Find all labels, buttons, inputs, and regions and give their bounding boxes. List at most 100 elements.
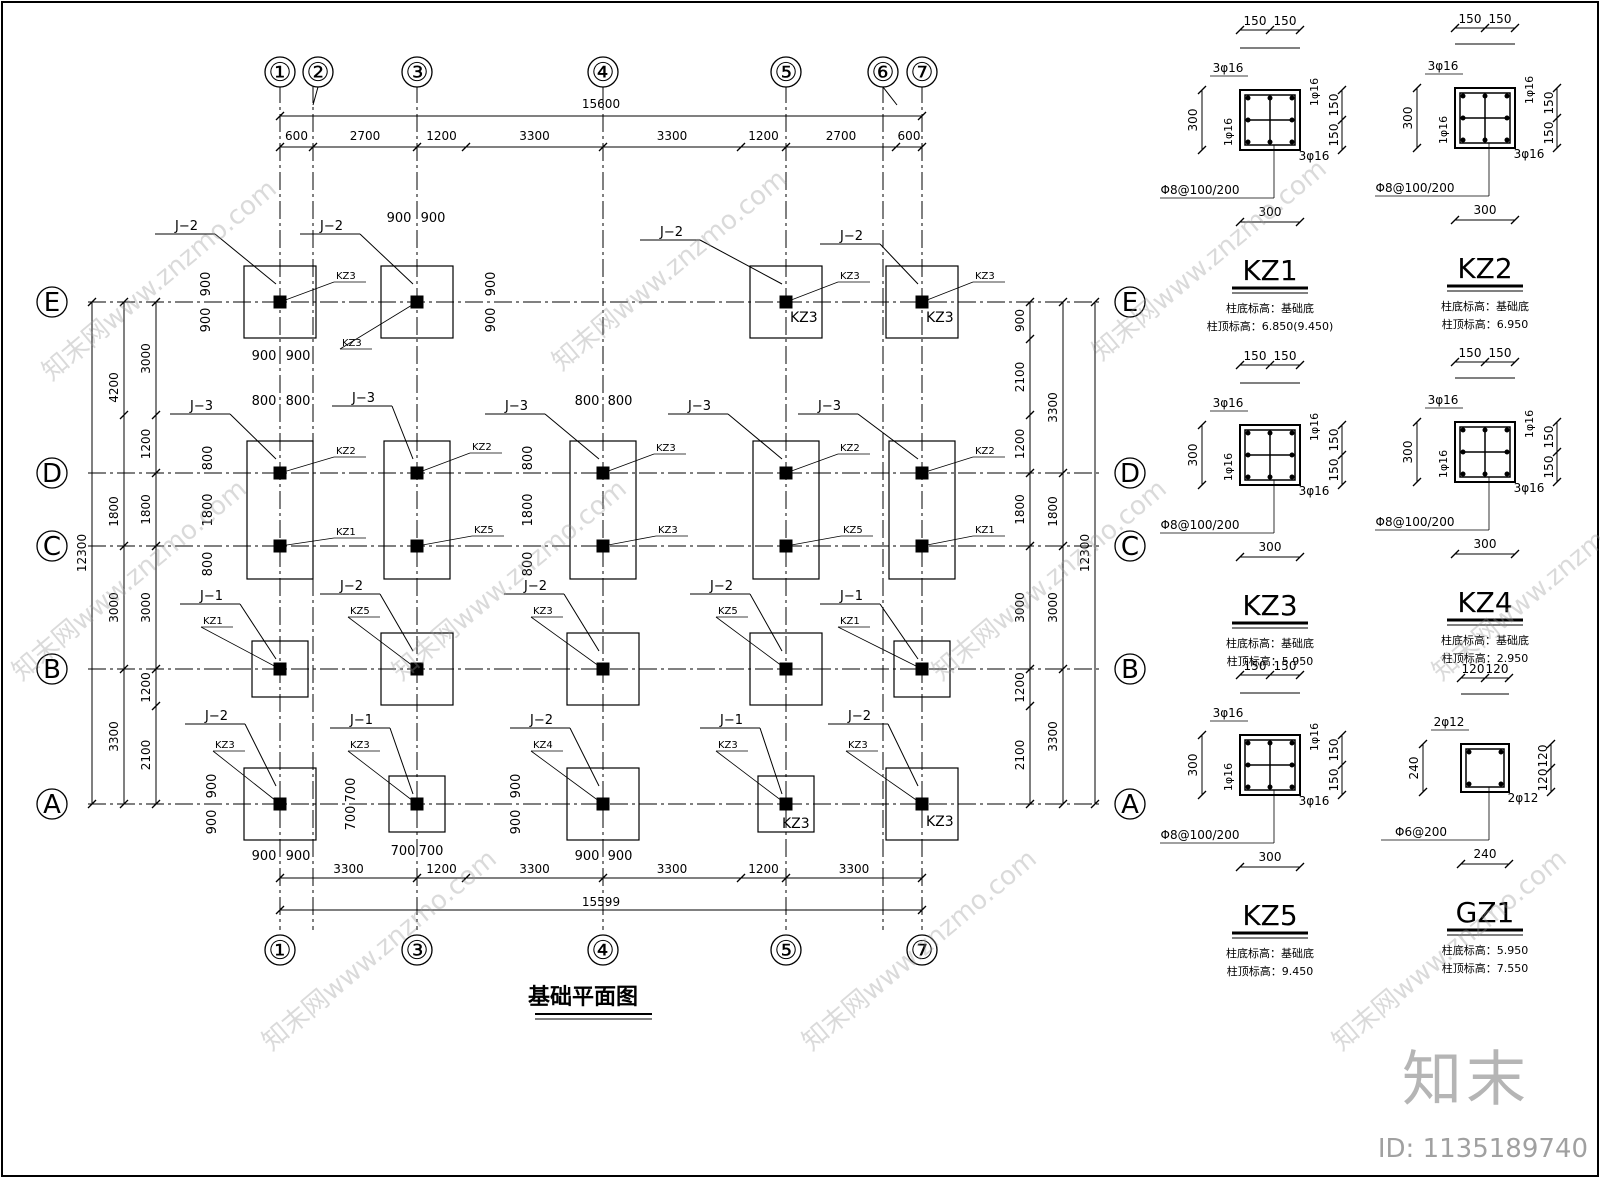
section-top-elevation: 柱顶标高：7.550 — [1442, 961, 1529, 975]
dim-tick — [1235, 25, 1245, 35]
footing-label: J−1 — [199, 589, 223, 604]
section-top-elevation: 柱顶标高：5.950 — [1227, 654, 1314, 668]
footing-pad — [388, 775, 446, 833]
section-outline — [1454, 87, 1516, 149]
section-base-elevation: 柱底标高：基础底 — [1441, 633, 1529, 647]
rebar — [1289, 762, 1295, 768]
column-label: KZ3 — [342, 338, 362, 349]
dim-tick — [917, 905, 927, 915]
section-dim: 300 — [1186, 444, 1200, 467]
axis-bubble-top: ④ — [591, 58, 614, 88]
dim-tick — [1235, 217, 1245, 227]
dim-tick — [736, 873, 746, 883]
dim-segment-top: 600 — [285, 129, 308, 143]
rebar — [1482, 137, 1488, 143]
axis-bubble-left-circle — [36, 653, 68, 685]
section-top-bar: 3φ16 — [1213, 61, 1244, 75]
dim-tick — [119, 410, 129, 420]
rebar — [1504, 115, 1510, 121]
footing-label: J−2 — [204, 709, 228, 724]
dim-tick — [917, 111, 927, 121]
footing-pad — [893, 640, 951, 698]
footing-dim: 1800 — [201, 493, 216, 526]
section-outline — [1454, 421, 1516, 483]
axis-bubble-right: D — [1120, 459, 1140, 489]
footing-label: J−2 — [529, 713, 553, 728]
dim-segment-bottom: 3300 — [839, 862, 870, 876]
axis-bubble-left: A — [43, 790, 61, 820]
dim-tick — [308, 142, 318, 152]
section-top-elevation: 柱顶标高：6.850(9.450) — [1207, 319, 1334, 333]
column-label: KZ3 — [975, 271, 995, 282]
section-stirrup-label: Φ8@100/200 — [1161, 518, 1240, 532]
footing-label: J−2 — [839, 229, 863, 244]
footing-leader — [239, 603, 277, 660]
dim-tick — [1480, 23, 1490, 33]
section-side-bar: 1φ16 — [1308, 723, 1321, 751]
rebar — [1289, 430, 1295, 436]
dim-tick — [1025, 334, 1035, 344]
dim-segment-bottom: 3300 — [333, 862, 364, 876]
column-label: KZ3 — [840, 271, 860, 282]
dim-tick — [87, 297, 97, 307]
axis-bubble-bottom: ⑦ — [910, 936, 933, 966]
dim-tick — [151, 410, 161, 420]
column-leader — [921, 281, 974, 303]
dim-tick — [781, 142, 791, 152]
footing-pad — [569, 440, 637, 580]
section-dim: 300 — [1186, 754, 1200, 777]
section-dim: 150 — [1327, 459, 1341, 482]
column-label: KZ1 — [203, 616, 223, 627]
footing-leader — [857, 413, 919, 460]
axis-bubble-left: C — [43, 532, 61, 562]
dim-tick — [1265, 360, 1275, 370]
dim-tick — [781, 873, 791, 883]
column-leader — [837, 626, 923, 670]
section-side-bar: 1φ16 — [1523, 410, 1536, 438]
axis-bubble-top: ① — [268, 58, 291, 88]
dim-tick — [1412, 477, 1422, 487]
dim-tick — [1510, 549, 1520, 559]
footing-pad — [566, 632, 640, 706]
dim-tick — [1480, 673, 1490, 683]
axis-bubble-bottom: ③ — [405, 936, 428, 966]
axis-bubble-right-circle — [1114, 286, 1146, 318]
column-leader — [785, 453, 839, 474]
axis-bubble-top-circle — [264, 56, 296, 88]
footing-leader — [244, 723, 277, 787]
footing-dim: 700 — [344, 778, 359, 803]
section-bottom-bar: 2φ12 — [1508, 791, 1539, 805]
dim-segment-top: 3300 — [657, 129, 688, 143]
footing-dim: 700 — [344, 806, 359, 831]
section-stirrup-label: Φ6@200 — [1395, 825, 1447, 839]
dim-tick — [598, 873, 608, 883]
column-leader — [416, 535, 473, 547]
dim-tick — [1295, 552, 1305, 562]
section-dim: 150 — [1542, 426, 1556, 449]
dim-segment-top: 2700 — [826, 129, 857, 143]
section-side-bar: 1φ16 — [1222, 763, 1235, 791]
section-side-bar: 1φ16 — [1308, 78, 1321, 106]
axis-bubble-left-circle — [36, 530, 68, 562]
footing-dim: 900 — [199, 272, 214, 297]
axis-bubble-top: ⑥ — [871, 58, 894, 88]
column-label: KZ2 — [975, 446, 995, 457]
rebar — [1267, 784, 1273, 790]
column-leader — [347, 750, 418, 805]
dim-segment-bottom: 1200 — [748, 862, 779, 876]
footing-leader — [727, 413, 783, 460]
column-leader — [785, 535, 842, 547]
footing-dim: 900 — [509, 774, 524, 799]
rebar — [1289, 95, 1295, 101]
dim-tick — [1337, 790, 1347, 800]
footing-dim: 900 — [387, 211, 412, 226]
brand-logo: 知末 — [1402, 1045, 1530, 1115]
footing-pad — [757, 775, 815, 833]
section-base-elevation: 柱底标高：5.950 — [1442, 943, 1529, 957]
section-name: GZ1 — [1456, 896, 1515, 929]
dim-tick — [736, 142, 746, 152]
dim-right-outer: 3300 — [1046, 721, 1060, 752]
section-side-bar: 1φ16 — [1523, 76, 1536, 104]
